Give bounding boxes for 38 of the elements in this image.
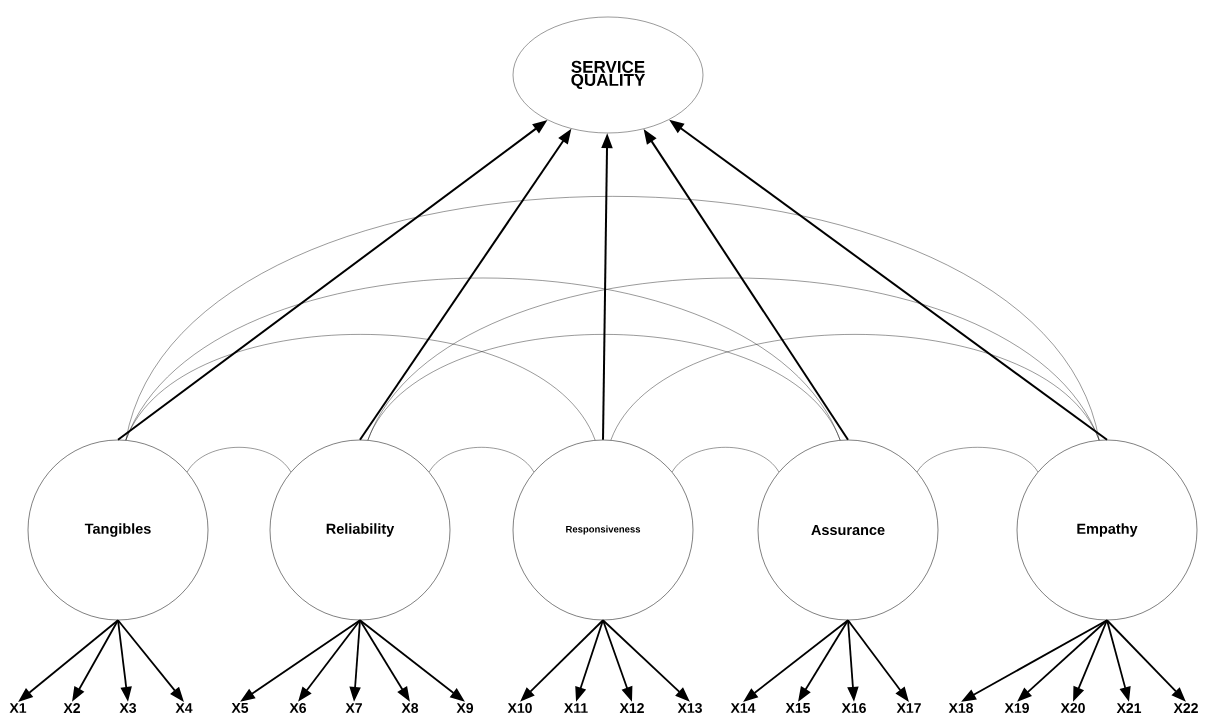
circle-node: Reliability [269,439,451,621]
variable-label: X6 [289,703,307,713]
variable-label: X12 [619,703,644,713]
variable-label: X9 [456,703,474,713]
variable-label: X5 [231,703,249,713]
variable-label: X8 [401,703,419,713]
correlation-curve [186,447,292,473]
correlation-curve [367,334,841,441]
circle-node: Assurance [757,439,939,621]
variable-label: X16 [841,703,866,713]
variable-label: X19 [1004,703,1029,713]
variable-label: X3 [119,703,137,713]
variable-label: X11 [564,703,588,713]
variable-label: X21 [1116,703,1142,713]
variable-label: X7 [345,703,362,713]
variable-label: X15 [785,703,811,713]
circle-node: Responsiveness [512,439,694,621]
variable-label: X10 [507,703,532,713]
correlation-curve [916,447,1039,473]
variable-label: X2 [63,703,80,713]
variable-label: X13 [677,703,702,713]
correlation-curve [671,447,780,473]
variable-label: X4 [175,703,193,713]
correlation-curve [125,196,1100,441]
variable-label: X18 [948,703,974,713]
circle-node: Empathy [1016,439,1198,621]
correlation-curve [367,277,1100,441]
correlation-curve [610,334,1100,441]
correlation-curve [125,277,841,441]
variable-label: X17 [896,703,921,713]
variable-label: X20 [1060,703,1085,713]
correlation-curve [428,447,535,473]
variable-label: X14 [730,703,756,713]
variable-label: X1 [9,703,27,713]
circle-node: Tangibles [27,439,209,621]
correlation-curve [125,334,596,441]
variable-label: X22 [1173,703,1198,713]
ellipse-node: SERVICE QUALITY [512,16,704,134]
